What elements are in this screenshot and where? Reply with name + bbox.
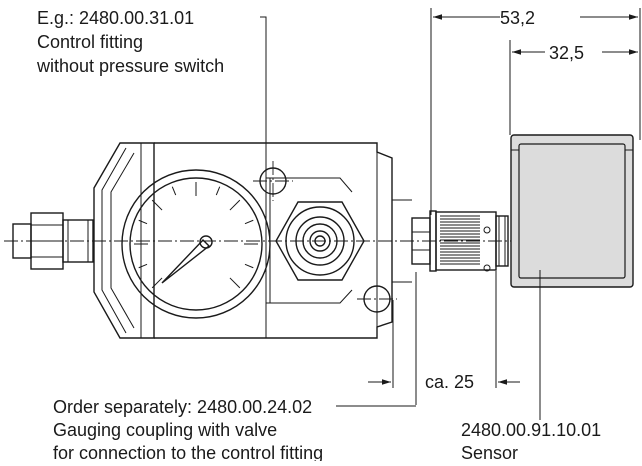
callout-gauging-coupling-line2: Gauging coupling with valve <box>53 420 277 440</box>
gauge-tick <box>229 199 241 211</box>
mounting-bracket <box>93 142 155 339</box>
callout-gauging-coupling-line1: Order separately: 2480.00.24.02 <box>53 397 312 417</box>
callout-sensor: 2480.00.91.10.01 Sensor <box>461 420 601 463</box>
gauge-tick <box>151 277 163 289</box>
gauge-tick <box>215 186 221 196</box>
callout-control-fitting-line3: without pressure switch <box>36 56 224 76</box>
leader-control-fitting <box>260 16 267 150</box>
callout-sensor-line2: Sensor <box>461 443 518 461</box>
control-fitting-body <box>154 142 412 339</box>
pressure-gauge <box>121 169 271 319</box>
gauge-tick <box>138 263 148 269</box>
mounting-hole-top <box>253 161 293 201</box>
callout-gauging-coupling-line3: for connection to the control fitting <box>53 443 323 461</box>
mounting-hole-bottom <box>357 279 397 319</box>
gauge-tick <box>244 219 254 225</box>
gauge-tick <box>229 277 241 289</box>
dimension-label-sensor-width: 32,5 <box>549 43 584 63</box>
gauge-tick <box>138 219 148 225</box>
knurled-nut <box>435 211 509 272</box>
dimension-label-coupling-gap: ca. 25 <box>425 372 474 392</box>
dimension-coupling-gap: ca. 25 <box>368 271 520 405</box>
dimension-label-overall-width: 53,2 <box>500 8 535 28</box>
gauge-tick <box>151 199 163 211</box>
callout-control-fitting-line1: E.g.: 2480.00.31.01 <box>37 8 194 28</box>
sensor-housing <box>510 134 634 288</box>
gauge-tick <box>244 263 254 269</box>
dimension-overall-width: 53,2 <box>430 8 641 215</box>
callout-sensor-line1: 2480.00.91.10.01 <box>461 420 601 440</box>
callout-control-fitting-line2: Control fitting <box>37 32 143 52</box>
gauge-scale-ticks <box>134 182 258 289</box>
hex-port-plug <box>275 201 365 281</box>
callout-gauging-coupling: Order separately: 2480.00.24.02 Gauging … <box>53 397 323 463</box>
inlet-connector <box>12 212 94 270</box>
callout-control-fitting: E.g.: 2480.00.31.01 Control fitting with… <box>36 8 224 76</box>
dimension-sensor-width: 32,5 <box>509 40 638 135</box>
gauge-tick <box>171 186 177 196</box>
